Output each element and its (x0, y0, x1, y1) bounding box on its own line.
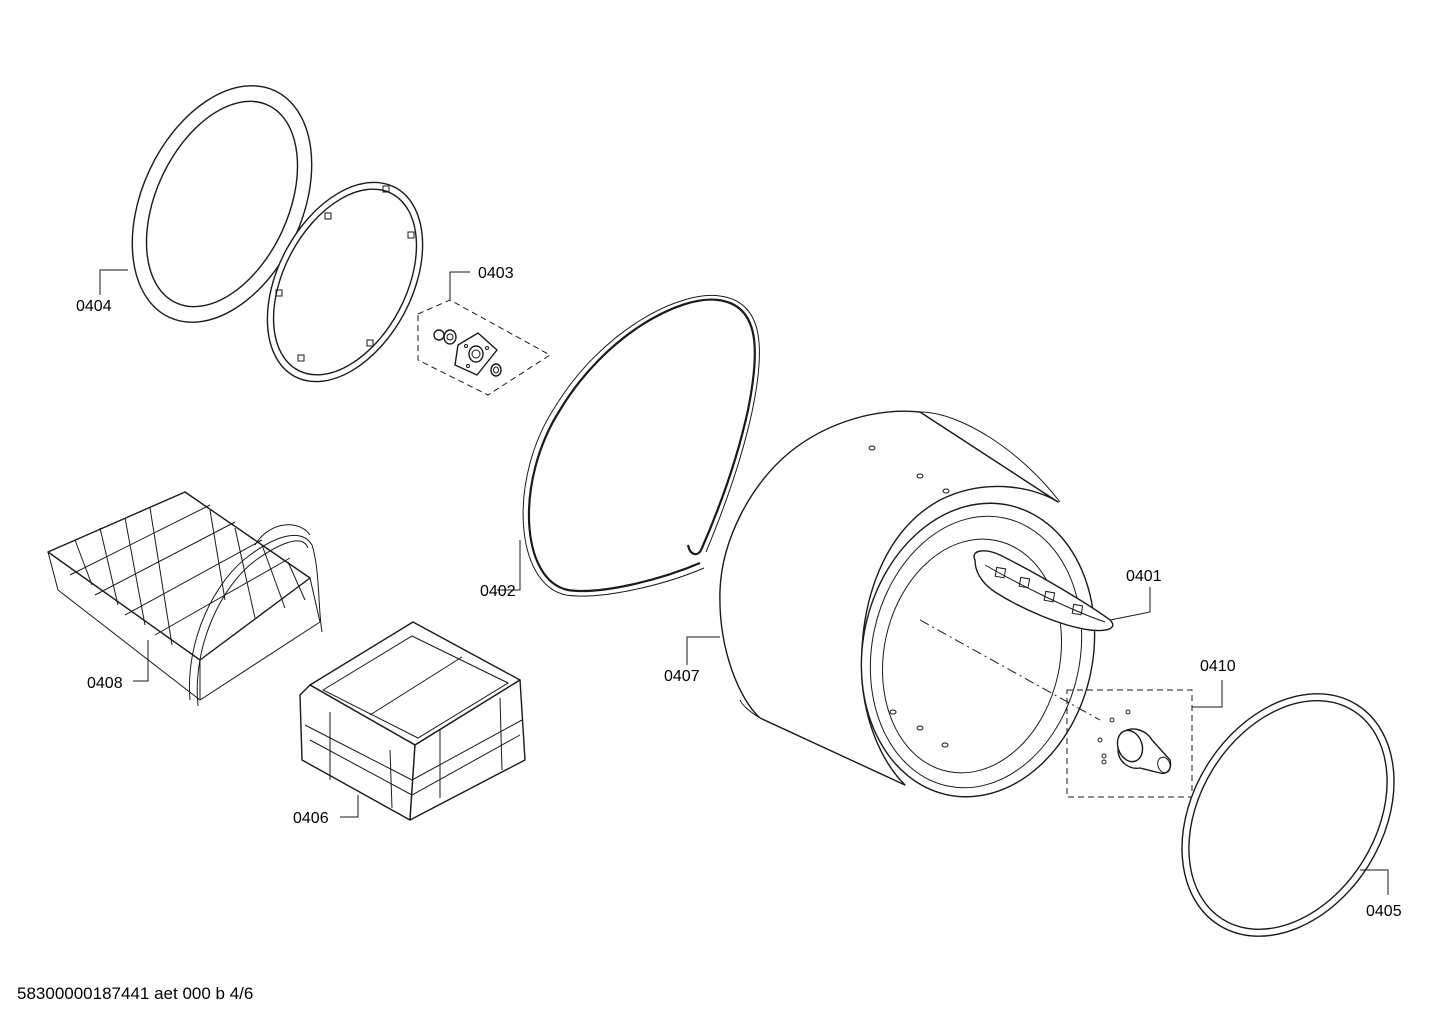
drawing-reference-id: 58300000187441 aet 000 b 4/6 (17, 984, 253, 1003)
leader-0404 (99, 269, 128, 295)
callout-0405: 0405 (1366, 903, 1402, 920)
drum-axis-line (919, 619, 1101, 721)
callout-0406: 0406 (293, 810, 329, 827)
door-seal-inner-ring (266, 181, 424, 383)
callout-0402: 0402 (480, 583, 516, 600)
part-0405-rear-felt-seal (1181, 693, 1395, 937)
callout-0401: 0401 (1126, 568, 1162, 585)
callout-0404: 0404 (76, 298, 112, 315)
leader-0401 (1109, 587, 1151, 621)
part-0410-rear-shaft-kit (1066, 689, 1193, 798)
leader-0406 (340, 795, 359, 818)
leader-0407 (686, 636, 720, 665)
part-0408-drying-rack (47, 491, 323, 707)
part-0406-filter-frame (299, 621, 526, 821)
part-0401-drum-lifter (973, 550, 1114, 632)
leader-0403 (449, 271, 470, 300)
part-0404-door-ring (131, 85, 313, 323)
part-0402-drive-belt (522, 294, 760, 597)
callout-0408: 0408 (87, 675, 123, 692)
callout-0407: 0407 (664, 668, 700, 685)
leader-0408 (133, 640, 149, 682)
leader-0410 (1192, 680, 1223, 708)
callout-0403: 0403 (478, 265, 514, 282)
callout-0410: 0410 (1200, 658, 1236, 675)
part-0403-bearing-kit (417, 299, 551, 396)
lifter-clips (994, 566, 1084, 616)
leader-0402 (497, 540, 521, 591)
leader-0405 (1360, 869, 1389, 895)
